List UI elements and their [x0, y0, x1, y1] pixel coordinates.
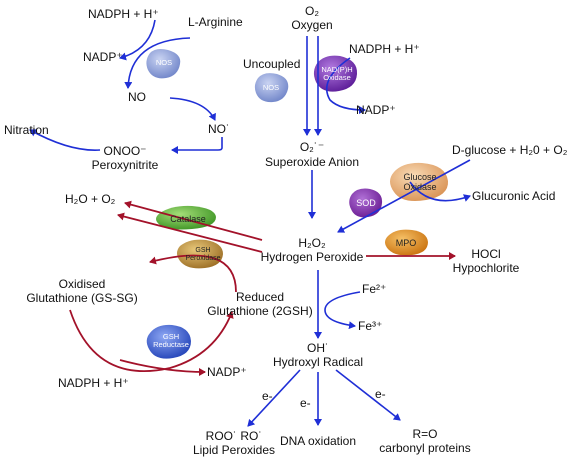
arrow-to-nitration — [29, 129, 101, 151]
label-fe2: Fe²⁺ — [362, 282, 387, 296]
arrow-catalase-2 — [117, 212, 263, 253]
label-hypochlorite: Hypochlorite — [452, 261, 520, 275]
label-d-glucose: D-glucose + H₂0 + O₂ — [452, 143, 568, 157]
label-carbonyl-proteins: carbonyl proteins — [379, 441, 471, 455]
label-superoxide-anion: Superoxide Anion — [264, 155, 360, 169]
enzyme-glucose-oxidase-blob — [390, 162, 449, 201]
arrow-glucose-to-h2o2 — [337, 159, 471, 233]
label-uncoupled: Uncoupled — [243, 57, 301, 71]
enzyme-glucose-oxidase: Glucose Oxidase — [403, 172, 437, 192]
label-nadp-top: NADP⁺ — [83, 50, 123, 64]
label-lipid-peroxides: Lipid Peroxides — [192, 443, 276, 457]
enzyme-sod: SOD — [356, 198, 376, 208]
label-oxidised: Oxidised — [58, 277, 106, 291]
label-electron-1: e- — [262, 389, 273, 403]
label-reduced-glutathione: Glutathione (2GSH) — [207, 304, 313, 318]
arrow-arginine-to-no — [124, 37, 191, 89]
label-nadph-top: NADPH + H⁺ — [88, 7, 159, 21]
label-h2o2-symbol: H₂O₂ — [298, 236, 326, 250]
arrow-nadph-to-nadp-bottom — [119, 359, 206, 376]
label-no: NO — [128, 90, 146, 104]
arrow-nadph-oxidase — [325, 57, 366, 114]
arrow-no-to-no-radical — [169, 97, 216, 121]
enzyme-gsh-peroxidase: GSH Peroxidase — [185, 247, 221, 262]
label-onoo: ONOO⁻ — [103, 144, 147, 158]
arrow-gssg-to-gsh — [69, 309, 234, 373]
arrow-no-radical-down — [171, 137, 223, 154]
enzyme-nadph-oxidase: NAD(P)H Oxidase — [321, 65, 353, 82]
enzyme-gsh-peroxidase-blob — [177, 239, 223, 269]
label-reduced: Reduced — [235, 290, 285, 304]
label-nadph-right: NADPH + H⁺ — [349, 42, 420, 56]
label-r-o: R=O — [412, 427, 438, 441]
label-nadph-bottom: NADPH + H⁺ — [58, 376, 129, 390]
label-nitration: Nitration — [4, 123, 49, 137]
label-l-arginine: L-Arginine — [188, 15, 243, 29]
label-roo-ro: ROO˙ RO˙ — [205, 429, 263, 443]
enzyme-catalase: Catalase — [170, 214, 206, 224]
enzyme-mpo: MPO — [395, 238, 417, 248]
label-electron-3: e- — [375, 387, 386, 401]
label-oh-symbol: OH˙ — [307, 341, 329, 355]
enzyme-nadph-oxidase-blob — [313, 55, 358, 92]
arrow-glucose-to-glucuronic — [409, 181, 471, 202]
enzyme-nos-top-blob — [146, 49, 181, 79]
label-h2o-o2: H₂O + O₂ — [65, 192, 116, 206]
label-glucuronic-acid: Glucuronic Acid — [472, 189, 556, 203]
arrow-to-lipid-peroxides — [247, 369, 301, 427]
arrow-nadph-to-nadp — [119, 19, 156, 61]
enzyme-mpo-blob — [385, 229, 428, 256]
label-hocl: HOCl — [471, 247, 501, 261]
label-dna-oxidation: DNA oxidation — [279, 434, 357, 448]
label-nadp-right: NADP⁺ — [356, 103, 396, 117]
enzyme-nos-top: NOS — [155, 58, 173, 67]
arrow-catalase-1 — [124, 200, 263, 241]
arrow-gsh-to-gssg — [149, 254, 237, 293]
enzyme-gsh-reductase-blob — [146, 324, 191, 359]
enzyme-sod-blob — [349, 188, 383, 218]
enzyme-nos-right: NOS — [262, 83, 280, 92]
label-fe3: Fe³⁺ — [358, 319, 383, 333]
enzyme-gsh-reductase: GSH Reductase — [153, 332, 189, 349]
label-oxidised-glutathione: Glutathione (GS-SG) — [26, 291, 138, 305]
label-nadp-bottom: NADP⁺ — [207, 365, 247, 379]
label-oxygen: Oxygen — [291, 18, 333, 32]
label-hydrogen-peroxide: Hydrogen Peroxide — [260, 250, 364, 264]
arrow-to-carbonyl — [335, 369, 401, 421]
label-no-radical: NO˙ — [208, 122, 230, 136]
arrow-fe2-to-fe3 — [324, 291, 361, 330]
label-electron-2: e- — [300, 396, 311, 410]
label-peroxynitrite: Peroxynitrite — [91, 158, 159, 172]
label-o2-top: O₂ — [305, 4, 319, 18]
label-hydroxyl-radical: Hydroxyl Radical — [272, 355, 364, 369]
label-superoxide-symbol: O₂˙⁻ — [299, 140, 325, 154]
enzyme-nos-right-blob — [254, 73, 289, 103]
